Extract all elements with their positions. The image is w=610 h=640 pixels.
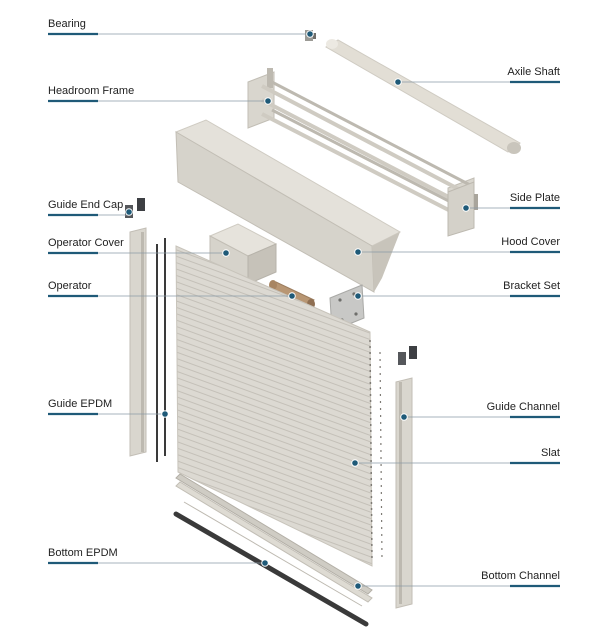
label-operator: Operator xyxy=(48,280,92,292)
bottom-channel-part xyxy=(175,473,373,603)
label-bottom-epdm: Bottom EPDM xyxy=(48,547,118,559)
operator-cover-part xyxy=(208,223,278,285)
leader-lines xyxy=(48,30,560,590)
slat-panel-part xyxy=(175,245,383,567)
label-side-plate: Side Plate xyxy=(509,192,560,204)
label-guide-channel: Guide Channel xyxy=(486,401,560,413)
label-guide-epdm: Guide EPDM xyxy=(48,398,113,410)
guide-channel-right-part xyxy=(395,377,413,609)
label-headroom-frame: Headroom Frame xyxy=(48,85,135,97)
side-plate-part xyxy=(447,181,478,237)
guide-channel-left-part xyxy=(129,227,147,457)
label-bracket-set: Bracket Set xyxy=(503,280,560,292)
hood-cover-part xyxy=(174,119,402,293)
label-guide-end-cap: Guide End Cap xyxy=(48,199,124,211)
label-operator-cover: Operator Cover xyxy=(48,237,124,249)
label-bearing: Bearing xyxy=(48,18,86,30)
label-axile-shaft: Axile Shaft xyxy=(507,66,560,78)
bottom-epdm-part xyxy=(173,501,369,627)
label-slat: Slat xyxy=(541,447,560,459)
guide-epdm-part xyxy=(156,238,166,462)
guide-end-cap-right-part xyxy=(398,346,417,365)
label-hood-cover: Hood Cover xyxy=(501,236,560,248)
axile-shaft-part xyxy=(325,39,521,154)
label-bottom-channel: Bottom Channel xyxy=(481,570,560,582)
